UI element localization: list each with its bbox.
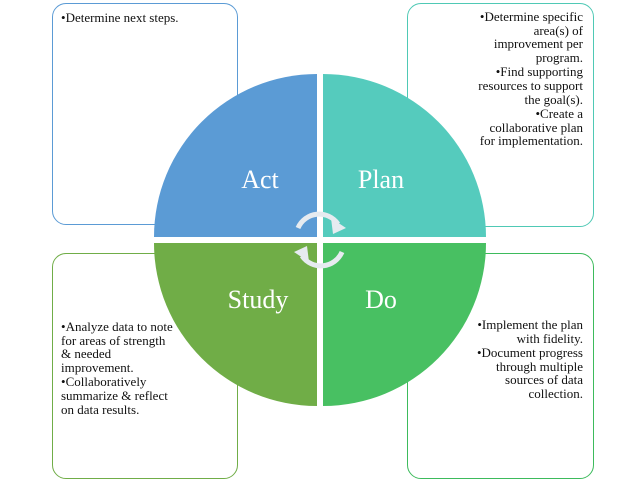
act-step-item: Determine next steps. bbox=[61, 11, 181, 25]
plan-label: Plan bbox=[358, 165, 404, 194]
act-text-box: Determine next steps. bbox=[52, 3, 238, 225]
do-quadrant bbox=[323, 243, 486, 406]
study-label: Study bbox=[228, 285, 289, 314]
plan-step-item: Find supporting resources to support the… bbox=[473, 65, 583, 106]
plan-text-box: Determine specific area(s) of improvemen… bbox=[407, 3, 594, 227]
study-text-box: Analyze data to note for areas of streng… bbox=[52, 253, 238, 479]
act-step-list: Determine next steps. bbox=[61, 11, 181, 26]
do-step-item: Implement the plan with fidelity. bbox=[473, 318, 583, 345]
study-quadrant bbox=[154, 243, 317, 406]
study-step-item: Collaboratively summarize & reflect on d… bbox=[61, 375, 173, 416]
act-quadrant bbox=[154, 74, 317, 237]
study-step-list: Analyze data to note for areas of streng… bbox=[61, 320, 173, 417]
do-step-item: Document progress through multiple sourc… bbox=[473, 346, 583, 400]
cycle-arrows-icon bbox=[294, 211, 346, 269]
do-step-list: Implement the plan with fidelity. Docume… bbox=[473, 318, 583, 402]
study-step-item: Analyze data to note for areas of streng… bbox=[61, 320, 173, 374]
act-label: Act bbox=[241, 165, 279, 194]
plan-step-item: Create a collaborative plan for implemen… bbox=[473, 107, 583, 148]
plan-quadrant bbox=[323, 74, 486, 237]
plan-step-item: Determine specific area(s) of improvemen… bbox=[473, 10, 583, 64]
plan-step-list: Determine specific area(s) of improvemen… bbox=[473, 10, 583, 149]
do-label: Do bbox=[365, 285, 397, 314]
